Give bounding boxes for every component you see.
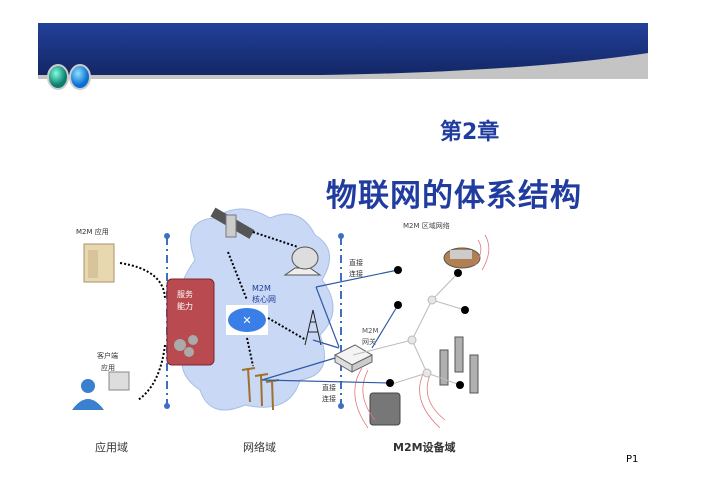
label-device-domain: M2M设备域 <box>393 440 456 454</box>
water-meter-icon <box>443 247 481 269</box>
label-direct-top-2: 连接 <box>349 269 363 278</box>
label-client-1: 客户端 <box>97 351 118 360</box>
label-direct-top-1: 直接 <box>349 258 363 267</box>
label-core-1: M2M <box>252 284 271 293</box>
svg-text:✕: ✕ <box>242 314 251 327</box>
label-capability: 能力 <box>177 301 193 311</box>
radio-waves <box>354 234 490 429</box>
label-app-domain: 应用域 <box>95 440 128 454</box>
label-gateway-2: 网关 <box>362 337 376 346</box>
cell-tower-icon <box>304 309 322 346</box>
satellite-dish-icon <box>283 246 322 276</box>
device-nodes <box>386 266 469 389</box>
label-core-2: 核心网 <box>252 294 276 304</box>
label-m2m-app: M2M 应用 <box>76 227 109 236</box>
label-network-domain: 网络域 <box>243 440 276 454</box>
satellite-icon <box>210 207 255 239</box>
m2m-architecture-diagram: ✕ <box>72 207 490 454</box>
device-cylinder-icon <box>369 392 401 426</box>
slide-title: 物联网的体系结构 <box>326 178 582 214</box>
router-icon: ✕ <box>226 305 268 335</box>
label-service: 服务 <box>177 289 193 299</box>
user-computer-icon <box>72 371 130 410</box>
chapter-label: 第2章 <box>440 120 500 145</box>
page-number: P1 <box>626 454 639 465</box>
logical-links <box>119 231 307 401</box>
server-icon <box>83 243 115 283</box>
gears-icon <box>174 335 198 357</box>
label-area-network: M2M 区域网络 <box>403 221 450 230</box>
gas-cylinders-icon <box>439 336 479 394</box>
gateway-icon <box>333 344 374 373</box>
connections <box>261 269 399 384</box>
label-gateway-1: M2M <box>362 327 379 335</box>
green-dot-icon <box>47 64 69 90</box>
mesh-network <box>352 272 466 386</box>
label-direct-bottom-1: 直接 <box>322 383 336 392</box>
label-client-2: 应用 <box>101 363 115 372</box>
header-banner <box>38 23 648 79</box>
blue-dot-icon <box>69 64 91 90</box>
label-direct-bottom-2: 连接 <box>322 394 336 403</box>
